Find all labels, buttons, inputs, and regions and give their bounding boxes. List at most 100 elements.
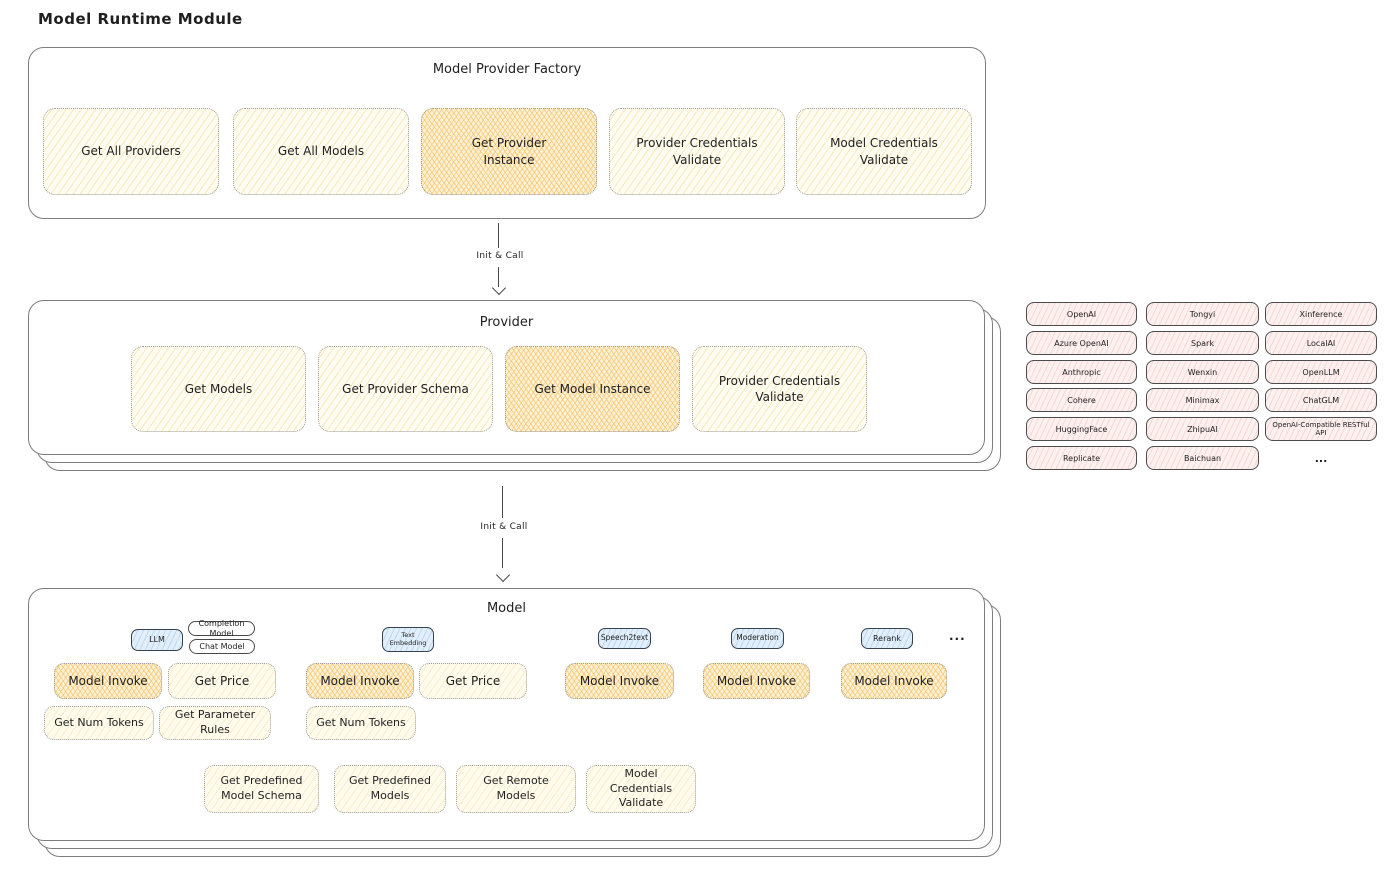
provider-chip-xinference-label: Xinference <box>1299 309 1343 319</box>
get-predefined-models: Get Predefined Models <box>334 765 446 813</box>
model-title: Model <box>486 601 527 616</box>
provider-chip-azure-openai: Azure OpenAI <box>1026 331 1137 355</box>
get-price-text-embedding: Get Price <box>419 663 527 699</box>
get-num-tokens-llm: Get Num Tokens <box>44 706 154 740</box>
get-num-tokens-text-embedding: Get Num Tokens <box>306 706 416 740</box>
model-type-tag-speech2text-label: Speech2text <box>600 633 649 643</box>
provider-chip-spark: Spark <box>1146 331 1259 355</box>
provider-get-models-label: Get Models <box>184 381 253 396</box>
model-type-tag-moderation-label: Moderation <box>736 633 779 643</box>
model-type-tag-completion-model-label: Completion Model <box>198 619 245 638</box>
provider-chip-huggingface: HuggingFace <box>1026 417 1137 441</box>
get-parameter-rules: Get Parameter Rules <box>159 706 271 740</box>
factory-get-all-models-label: Get All Models <box>277 144 365 159</box>
model-type-tag-chat-model: Chat Model <box>189 639 255 654</box>
factory-get-all-providers-label: Get All Providers <box>81 144 181 159</box>
page-title: Model Runtime Module <box>38 10 243 28</box>
model-invoke-text-embedding-label: Model Invoke <box>320 673 400 688</box>
provider-chip-openai: OpenAI <box>1026 302 1137 326</box>
init-call-arrow-1-head <box>491 280 507 296</box>
model-type-more-ellipsis: ... <box>949 629 966 643</box>
model-type-tag-rerank: Rerank <box>861 628 913 649</box>
init-call-arrow-1-line-top <box>498 223 499 248</box>
model-type-tag-rerank-label: Rerank <box>872 633 901 643</box>
model-type-tag-speech2text: Speech2text <box>598 628 651 649</box>
model-invoke-llm: Model Invoke <box>54 663 162 699</box>
provider-chip-more-ellipsis: ... <box>1265 446 1377 470</box>
model-panel: Model LLM Completion Model Chat Model Te… <box>28 588 985 841</box>
model-type-tag-llm: LLM <box>131 629 183 651</box>
init-call-arrow-2-line-bottom <box>502 538 503 568</box>
model-credentials-validate-label: Model Credentials Validate <box>609 766 673 810</box>
provider-chip-openai-compatible-restful-api-label: OpenAI-Compatible RESTful API <box>1272 421 1370 437</box>
get-num-tokens-llm-label: Get Num Tokens <box>54 715 144 729</box>
model-invoke-text-embedding: Model Invoke <box>306 663 414 699</box>
model-invoke-llm-label: Model Invoke <box>68 673 148 688</box>
get-price-llm: Get Price <box>168 663 276 699</box>
provider-get-model-instance-label: Get Model Instance <box>534 381 651 396</box>
factory-provider-credentials-validate: Provider Credentials Validate <box>609 108 785 195</box>
get-remote-models: Get Remote Models <box>456 765 576 813</box>
model-type-tag-text-embedding-label: Text Embedding <box>389 631 427 647</box>
factory-model-credentials-validate: Model Credentials Validate <box>796 108 972 195</box>
factory-get-all-models: Get All Models <box>233 108 409 195</box>
model-type-tag-text-embedding: Text Embedding <box>382 627 434 652</box>
provider-provider-credentials-validate-label: Provider Credentials Validate <box>718 373 841 404</box>
provider-title: Provider <box>479 315 534 330</box>
provider-get-provider-schema-label: Get Provider Schema <box>342 381 469 396</box>
provider-get-model-instance: Get Model Instance <box>505 346 680 432</box>
provider-chip-openllm: OpenLLM <box>1265 360 1377 384</box>
model-credentials-validate: Model Credentials Validate <box>586 765 696 813</box>
model-type-tag-completion-model: Completion Model <box>188 619 255 638</box>
init-call-arrow-1-line-bottom <box>498 267 499 287</box>
provider-chip-baichuan: Baichuan <box>1146 446 1259 470</box>
get-parameter-rules-label: Get Parameter Rules <box>174 708 256 736</box>
get-num-tokens-text-embedding-label: Get Num Tokens <box>316 715 406 729</box>
provider-chip-huggingface-label: HuggingFace <box>1055 424 1108 434</box>
provider-get-models: Get Models <box>131 346 306 432</box>
provider-chip-localai: LocalAI <box>1265 331 1377 355</box>
provider-chip-azure-openai-label: Azure OpenAI <box>1054 338 1109 348</box>
model-type-tag-chat-model-label: Chat Model <box>199 641 245 651</box>
provider-chip-zhipuai-label: ZhipuAI <box>1187 424 1218 434</box>
factory-get-all-providers: Get All Providers <box>43 108 219 195</box>
factory-panel: Model Provider Factory Get All Providers… <box>28 47 986 219</box>
provider-chip-cohere: Cohere <box>1026 388 1137 412</box>
get-remote-models-label: Get Remote Models <box>483 774 549 802</box>
model-invoke-moderation: Model Invoke <box>703 663 810 699</box>
provider-panel: Provider Get Models Get Provider Schema … <box>28 300 985 455</box>
model-invoke-speech2text-label: Model Invoke <box>579 673 660 688</box>
factory-get-provider-instance: Get Provider Instance <box>421 108 597 195</box>
init-call-arrow-2-head <box>495 567 511 583</box>
provider-chip-wenxin: Wenxin <box>1146 360 1259 384</box>
model-invoke-rerank-label: Model Invoke <box>854 673 934 688</box>
get-predefined-model-schema-label: Get Predefined Model Schema <box>220 774 303 802</box>
get-price-llm-label: Get Price <box>194 673 250 688</box>
init-call-arrow-2-label: Init & Call <box>480 522 528 532</box>
provider-chip-cohere-label: Cohere <box>1067 395 1096 405</box>
factory-model-credentials-validate-label: Model Credentials Validate <box>830 136 938 167</box>
provider-chip-replicate: Replicate <box>1026 446 1137 470</box>
model-invoke-speech2text: Model Invoke <box>565 663 674 699</box>
provider-chip-chatglm-label: ChatGLM <box>1302 395 1340 405</box>
get-predefined-model-schema: Get Predefined Model Schema <box>204 765 319 813</box>
init-call-arrow-2-line-top <box>502 486 503 518</box>
provider-chip-openllm-label: OpenLLM <box>1302 367 1340 377</box>
provider-chip-localai-label: LocalAI <box>1306 338 1336 348</box>
provider-chip-openai-label: OpenAI <box>1066 309 1097 319</box>
model-type-tag-moderation: Moderation <box>731 628 784 649</box>
model-type-tag-llm-label: LLM <box>149 635 165 645</box>
provider-chip-replicate-label: Replicate <box>1062 453 1100 463</box>
get-price-text-embedding-label: Get Price <box>445 673 501 688</box>
provider-chip-more-ellipsis-label: ... <box>1314 451 1328 465</box>
provider-chip-zhipuai: ZhipuAI <box>1146 417 1259 441</box>
factory-title: Model Provider Factory <box>432 62 582 77</box>
factory-provider-credentials-validate-label: Provider Credentials Validate <box>636 136 758 167</box>
provider-chip-anthropic-label: Anthropic <box>1062 367 1101 377</box>
provider-chip-anthropic: Anthropic <box>1026 360 1137 384</box>
provider-chip-openai-compatible-restful-api: OpenAI-Compatible RESTful API <box>1265 417 1377 441</box>
provider-chip-spark-label: Spark <box>1191 338 1214 348</box>
provider-chip-tongyi: Tongyi <box>1146 302 1259 326</box>
provider-chip-minimax-label: Minimax <box>1185 395 1220 405</box>
get-predefined-models-label: Get Predefined Models <box>349 774 431 802</box>
